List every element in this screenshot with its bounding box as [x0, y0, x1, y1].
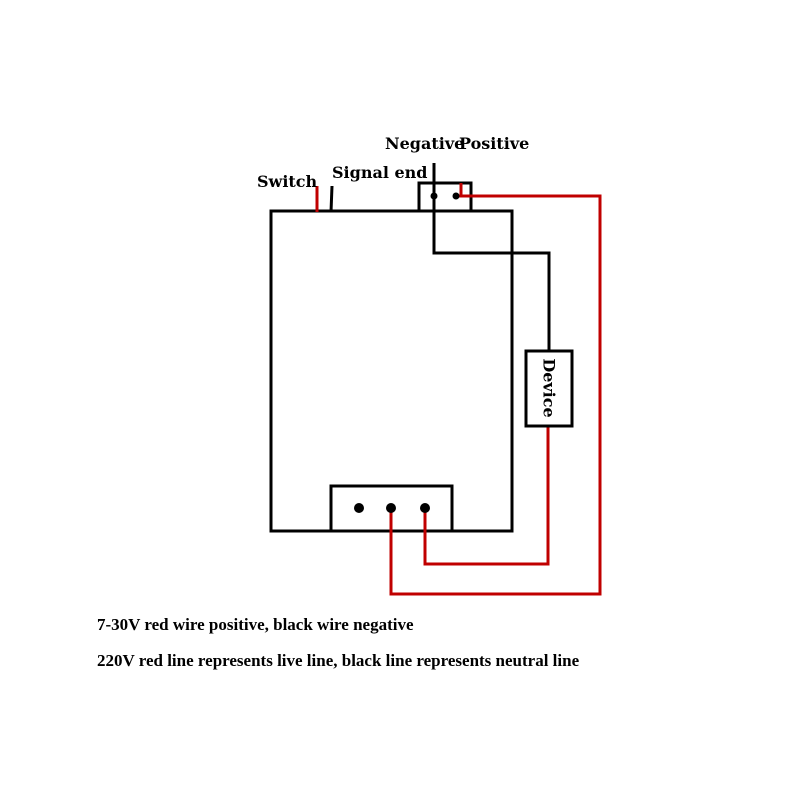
positive-label: Positive: [459, 134, 529, 153]
negative-wire: [432, 163, 551, 352]
bottom-terminal-dot-2: [386, 503, 396, 513]
note-low-voltage: 7-30V red wire positive, black wire nega…: [97, 615, 414, 634]
positive-loop-wire: [389, 194, 602, 596]
signal-end-wire: [329, 185, 334, 213]
positive-terminal-dot: [452, 192, 460, 200]
note-high-voltage: 220V red line represents live line, blac…: [97, 651, 580, 670]
device-return-wire: [423, 426, 550, 566]
negative-terminal-dot: [430, 192, 438, 200]
device-label: Device: [540, 358, 559, 417]
negative-label: Negative: [385, 134, 464, 153]
signal-end-label: Signal end: [332, 163, 427, 182]
device-box: [524, 349, 574, 428]
module-box: [269, 209, 514, 533]
switch-label: Switch: [257, 172, 318, 191]
bottom-terminal-dot-1: [354, 503, 364, 513]
bottom-terminal-dot-3: [420, 503, 430, 513]
